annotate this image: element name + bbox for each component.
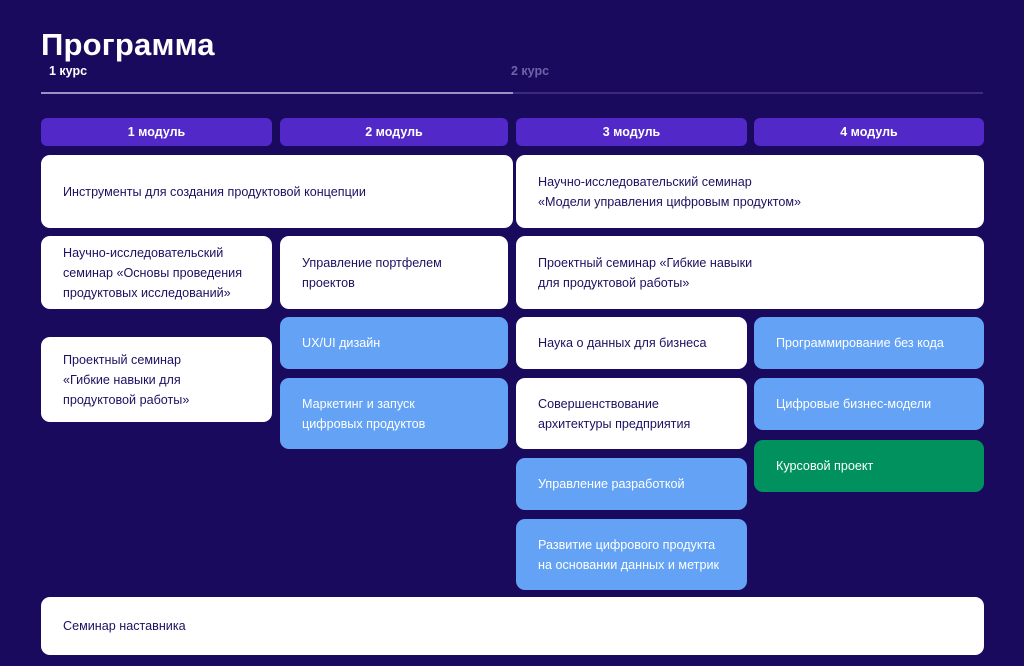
- course-card-marketing-launch[interactable]: Маркетинг и запуск цифровых продуктов: [280, 378, 508, 449]
- module-header-1[interactable]: 1 модуль: [41, 118, 272, 146]
- course-card-tools-concept[interactable]: Инструменты для создания продуктовой кон…: [41, 155, 513, 228]
- course-card-mentor-seminar[interactable]: Семинар наставника: [41, 597, 984, 655]
- course-card-project-seminar-soft-skills-1[interactable]: Проектный семинар «Гибкие навыки для про…: [41, 337, 272, 422]
- tab-rail-active-indicator: [41, 92, 513, 94]
- module-header-4[interactable]: 4 модуль: [754, 118, 984, 146]
- year-tabs: 1 курс 2 курс: [41, 60, 983, 94]
- course-card-coursework-project[interactable]: Курсовой проект: [754, 440, 984, 492]
- course-card-digital-business-models[interactable]: Цифровые бизнес-модели: [754, 378, 984, 430]
- course-card-no-code-programming[interactable]: Программирование без кода: [754, 317, 984, 369]
- course-card-development-management[interactable]: Управление разработкой: [516, 458, 747, 510]
- course-card-research-seminar-models[interactable]: Научно-исследовательский семинар «Модели…: [516, 155, 984, 228]
- course-card-project-seminar-soft-skills-2[interactable]: Проектный семинар «Гибкие навыки для про…: [516, 236, 984, 309]
- course-card-ux-ui-design[interactable]: UX/UI дизайн: [280, 317, 508, 369]
- course-card-enterprise-architecture[interactable]: Совершенствование архитектуры предприяти…: [516, 378, 747, 449]
- course-card-digital-product-growth[interactable]: Развитие цифрового продукта на основании…: [516, 519, 747, 590]
- tab-year-1[interactable]: 1 курс: [49, 60, 87, 82]
- tab-year-2[interactable]: 2 курс: [511, 60, 549, 82]
- course-card-research-seminar-basics[interactable]: Научно-исследовательский семинар «Основы…: [41, 236, 272, 309]
- module-header-2[interactable]: 2 модуль: [280, 118, 508, 146]
- module-header-3[interactable]: 3 модуль: [516, 118, 747, 146]
- page-title: Программа: [41, 26, 215, 62]
- course-card-data-science-business[interactable]: Наука о данных для бизнеса: [516, 317, 747, 369]
- course-card-portfolio-management[interactable]: Управление портфелем проектов: [280, 236, 508, 309]
